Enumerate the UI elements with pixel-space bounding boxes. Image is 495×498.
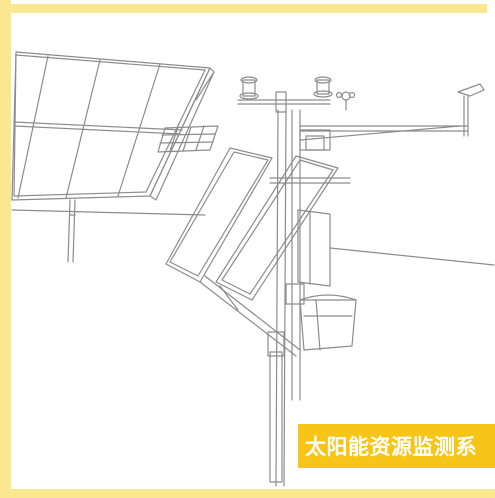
title-badge: 太阳能资源监测系 (298, 424, 495, 468)
datalogger-box (297, 209, 357, 351)
ground-line-right (329, 247, 495, 266)
ground-line-left (11, 209, 206, 216)
tilted-panels (165, 147, 339, 357)
frame-left-bar (0, 0, 11, 498)
frame-top-bar (9, 4, 487, 13)
frame-bottom-bar (0, 489, 495, 498)
sensor-crossarm (237, 76, 485, 141)
solar-array (11, 51, 219, 263)
